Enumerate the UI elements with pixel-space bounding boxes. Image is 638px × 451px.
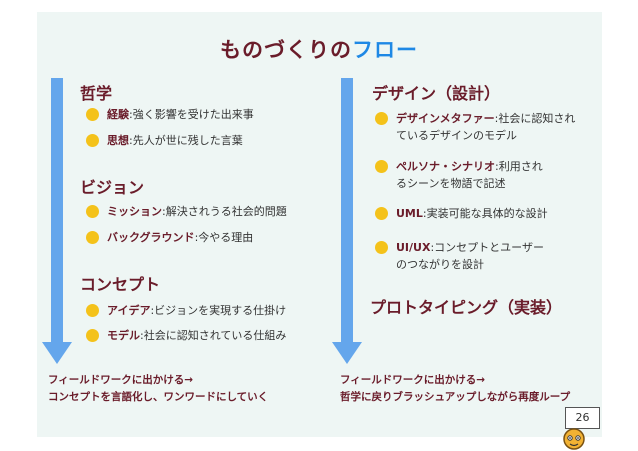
slide-title: ものづくりのフロー [0,34,638,64]
list-item: 経験:強く影響を受けた出来事 [86,106,254,123]
heading-vision: ビジョン [80,178,145,197]
bullet-dot [375,112,388,125]
right-footer: フィールドワークに出かける→哲学に戻りブラッシュアップしながら再度ループ [340,374,571,403]
heading-prototyping: プロトタイピング（実装） [370,298,563,317]
bullet-dot [86,231,99,244]
right-arrow-shaft [341,78,353,344]
slide [37,12,602,437]
list-item: モデル:社会に認知されている仕組み [86,327,286,344]
list-item: バックグラウンド:今やる理由 [86,229,253,246]
list-item: アイデア:ビジョンを実現する仕掛け [86,302,286,319]
bullet-dot [86,304,99,317]
list-item: UI/UX:コンセプトとユーザーのつながりを設計 [375,239,544,273]
bullet-dot [86,329,99,342]
bullet-dot [86,134,99,147]
right-arrow-head [332,342,362,364]
bullet-dot [375,241,388,254]
bullet-dot [375,160,388,173]
list-item: デザインメタファー:社会に認知されているデザインのモデル [375,110,575,144]
list-item: ミッション:解決されうる社会的問題 [86,203,287,220]
heading-philosophy: 哲学 [80,84,113,103]
title-accent: フロー [352,38,418,62]
list-item: UML:実装可能な具体的な設計 [375,205,548,222]
left-arrow-head [42,342,72,364]
page-number: 26 [565,407,600,429]
heading-design: デザイン（設計） [372,84,501,103]
bullet-dot [86,205,99,218]
list-item: ペルソナ・シナリオ:利用されるシーンを物語で記述 [375,158,543,192]
left-arrow-shaft [51,78,63,344]
bullet-dot [86,108,99,121]
left-footer: フィールドワークに出かける→コンセプトを言語化し、ワンワードにしていく [48,374,269,403]
mascot-icon [563,428,585,450]
title-main: ものづくりの [220,38,352,62]
heading-concept: コンセプト [80,275,161,294]
list-item: 思想:先人が世に残した言葉 [86,132,243,149]
bullet-dot [375,207,388,220]
